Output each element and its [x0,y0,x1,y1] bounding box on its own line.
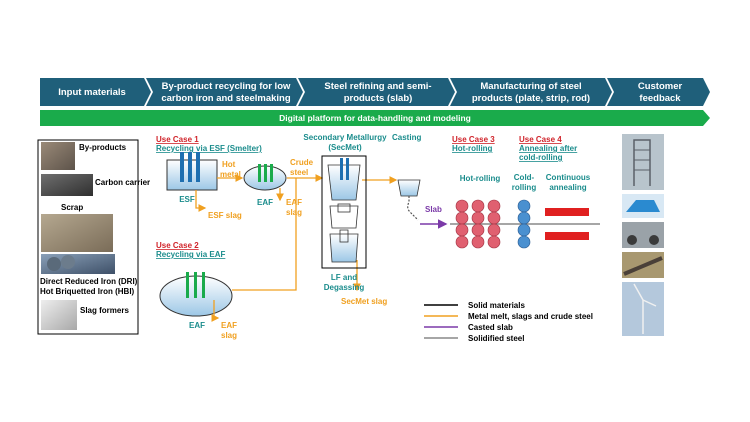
stage-steel-refining [298,78,455,106]
casting-label: Casting [392,133,421,142]
byproducts-photo [41,142,75,170]
stage-2-label-2: carbon iron and steelmaking [161,93,291,104]
stage-manufacturing [450,78,612,106]
stage-5-label-1: Customer [638,81,683,92]
esf-label: ESF [179,195,195,204]
hot-metal-label-1: Hot [222,160,236,169]
platform-banner [40,110,710,126]
eaf-slag-1-label-b: slag [286,208,302,217]
chassis-photo [622,222,664,248]
platform-banner-label: Digital platform for data-handling and m… [279,113,471,123]
use-case-3-title: Use Case 3 [452,135,495,144]
legend-melt: Metal melt, slags and crude steel [468,312,593,321]
use-case-1-subtitle: Recycling via ESF (Smelter) [156,144,262,153]
annealing-label-1: Continuous [546,173,591,182]
crude-steel-label-2: steel [290,168,308,177]
annealing-label-2: annealing [549,183,586,192]
stage-3-label-2: products (slab) [344,93,413,104]
secmet-vessels [321,155,367,269]
hot-rolling-label: Hot-rolling [460,174,501,183]
eaf-label-1: EAF [257,198,273,207]
esf-furnace [166,152,218,191]
cold-rolling-stand [517,199,531,249]
slag-formers-photo [41,300,77,330]
stage-byproduct-recycling [146,78,303,106]
scrap-label: Scrap [61,203,83,212]
hot-metal-label-2: metal [220,170,241,179]
carbon-carrier-label: Carbon carrier [95,178,150,187]
use-case-3-subtitle: Hot-rolling [452,144,493,153]
use-case-2-title: Use Case 2 [156,241,199,250]
eaf-furnace-2 [159,272,233,317]
esf-slag-label: ESF slag [208,211,242,220]
dri-photo [41,254,115,274]
stage-customer-feedback [607,78,710,106]
stage-2-label-1: By-product recycling for low [162,81,291,92]
scrap-photo [41,214,113,252]
casting-unit [397,179,421,221]
use-case-4-subtitle-1: Annealing after [519,144,577,153]
lf-label-2: Degassing [324,283,365,292]
use-case-2-subtitle: Recycling via EAF [156,250,225,259]
eaf-furnace-1 [243,164,287,191]
carbon-carrier-photo [41,174,93,196]
secmet-label-1: Secondary Metallurgy [303,133,387,142]
slag-formers-label: Slag formers [80,306,129,315]
slab-label: Slab [425,205,442,214]
hbi-label: Hot Briquetted Iron (HBI) [40,287,135,296]
stage-4-label-1: Manufacturing of steel [480,81,581,92]
legend: Solid materials Metal melt, slags and cr… [424,301,593,343]
hot-rolling-stands [455,199,501,249]
eaf-slag-1-label-a: EAF [286,198,302,207]
secmet-label-2: (SecMet) [328,143,362,152]
legend-slab: Casted slab [468,323,513,332]
crude-steel-label-1: Crude [290,158,314,167]
cold-rolling-label-2: rolling [512,183,537,192]
byproducts-label: By-products [79,143,127,152]
stage-5-label-2: feedback [639,93,681,104]
melt-flow-lines [195,174,398,322]
eaf-slag-2-label-b: slag [221,331,237,340]
use-case-4-subtitle-2: cold-rolling [519,153,563,162]
cold-rolling-label-1: Cold- [514,173,535,182]
dri-label: Direct Reduced Iron (DRI) [40,277,138,286]
stage-4-label-2: products (plate, strip, rod) [472,93,590,104]
customer-photos [622,134,664,336]
input-materials: By-products Carbon carrier Scrap Direct … [37,139,150,335]
use-case-1-title: Use Case 1 [156,135,199,144]
lf-label-1: LF and [331,273,357,282]
stage-3-label-1: Steel refining and semi- [324,81,431,92]
stage-header-bar: Input materials By-product recycling for… [40,78,710,106]
secmet-slag-label: SecMet slag [341,297,387,306]
legend-solidified: Solidified steel [468,334,524,343]
use-case-4-title: Use Case 4 [519,135,562,144]
eaf-slag-2-label-a: EAF [221,321,237,330]
legend-solid: Solid materials [468,301,525,310]
building-photo [622,134,664,190]
stage-1-label: Input materials [58,87,126,98]
eaf-label-2: EAF [189,321,205,330]
stage-input-materials [40,78,151,106]
annealing-furnace [545,208,589,240]
